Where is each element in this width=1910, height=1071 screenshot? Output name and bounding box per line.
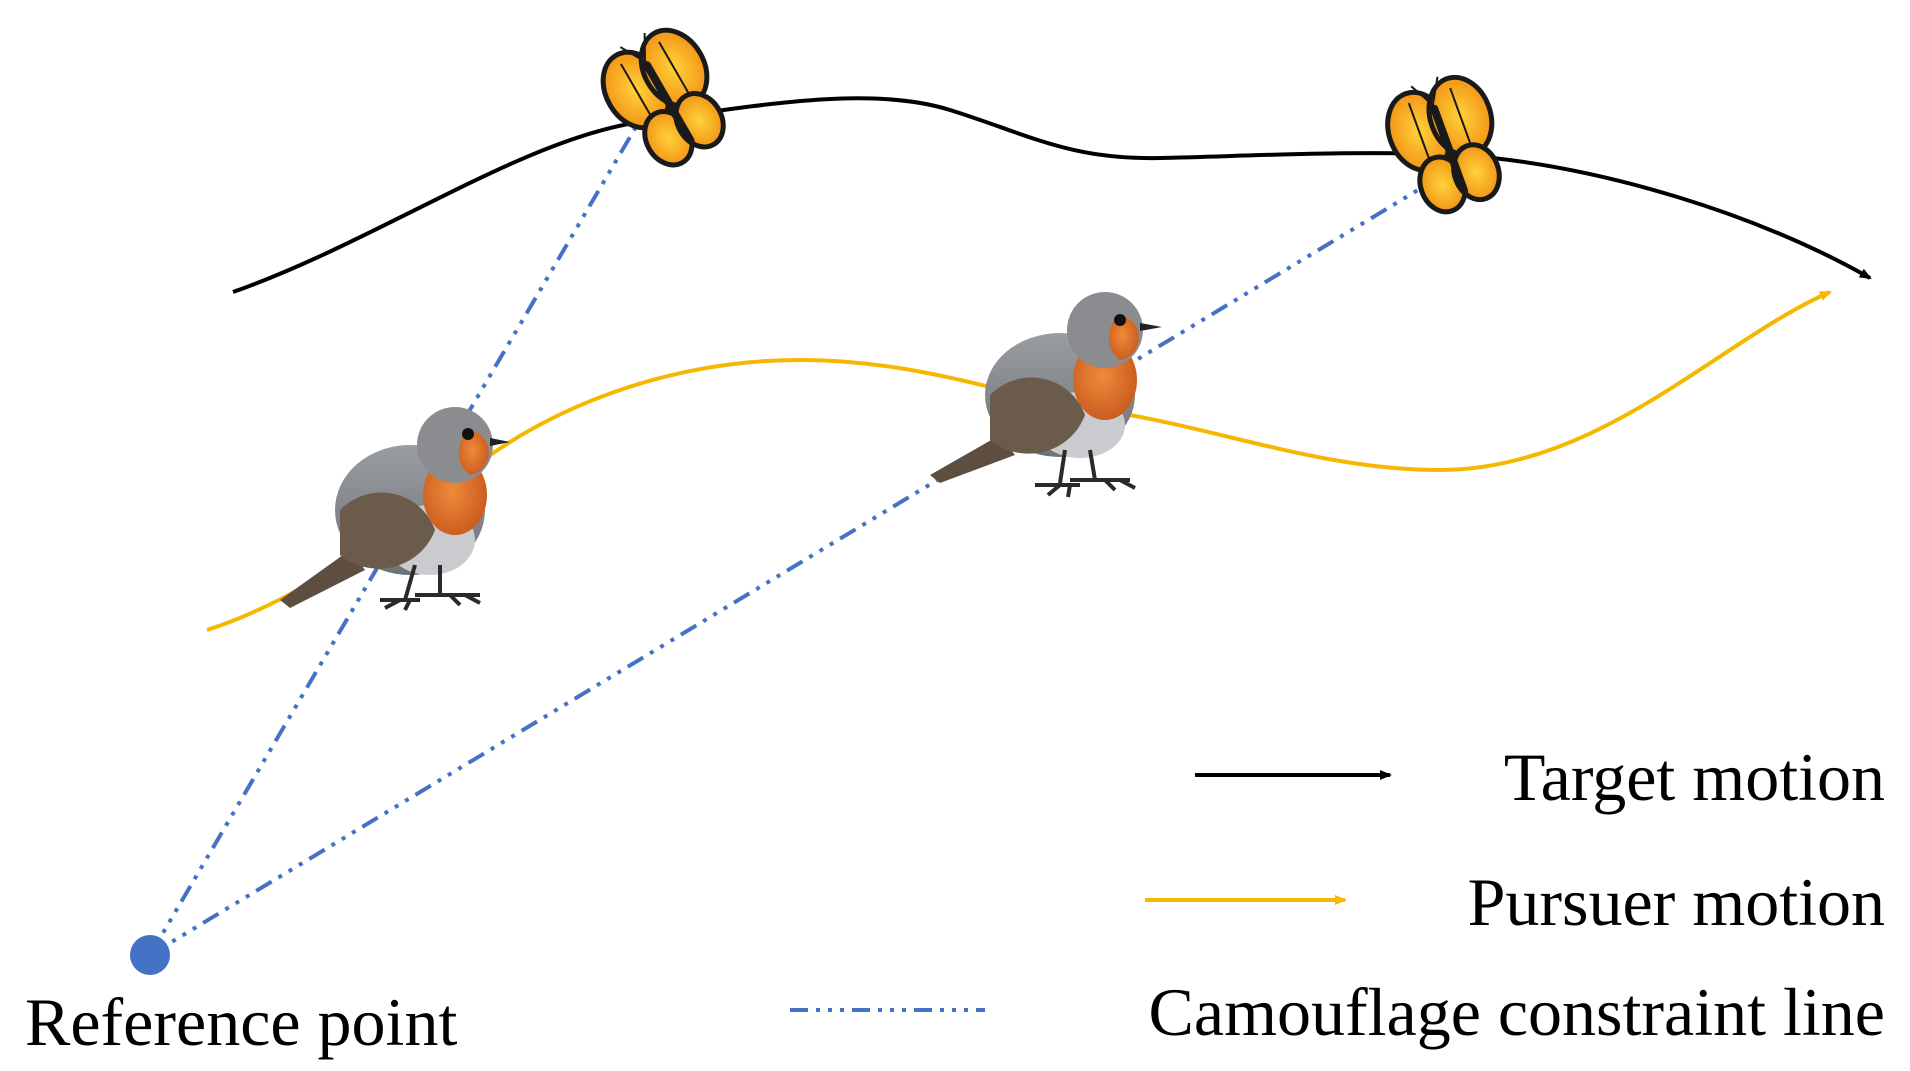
robin-bird-icon: [930, 292, 1162, 498]
legend-pursuer-label: Pursuer motion: [1468, 864, 1885, 940]
reference-point-label: Reference point: [25, 984, 457, 1060]
butterfly-icon: [1385, 74, 1502, 215]
legend: Target motion Pursuer motion Camouflage …: [790, 739, 1885, 1050]
target-motion-curve: [232, 96, 1872, 294]
reference-dot-icon: [130, 935, 170, 975]
butterfly-icon: [600, 27, 726, 168]
legend-target-label: Target motion: [1504, 739, 1885, 815]
robin-bird-icon: [280, 407, 510, 611]
legend-constraint-label: Camouflage constraint line: [1149, 974, 1885, 1050]
